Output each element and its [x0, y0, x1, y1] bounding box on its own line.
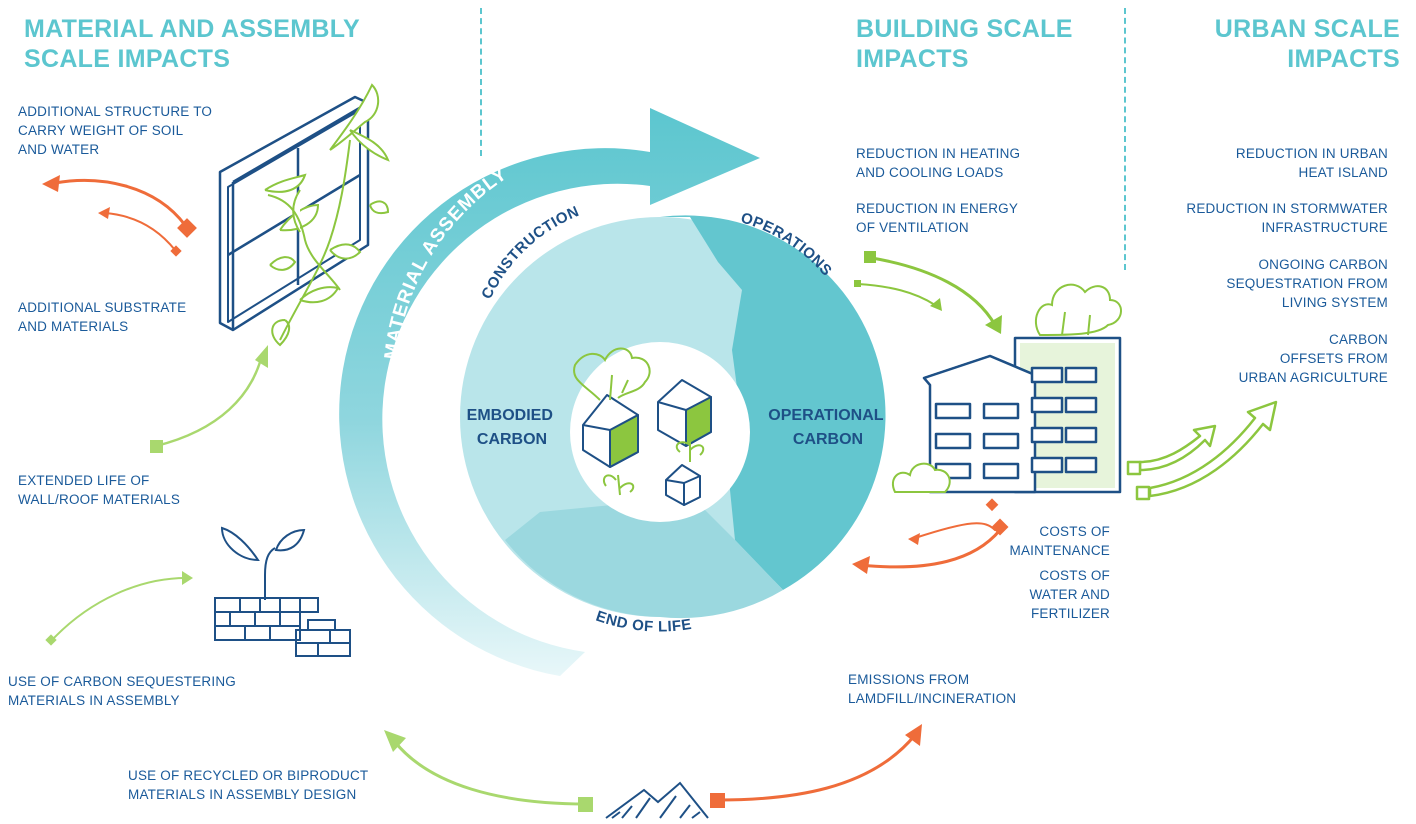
orange-arrowheads: [42, 175, 1009, 808]
label-ventilation: REDUCTION IN ENERGY OF VENTILATION: [856, 199, 1018, 237]
label-extended-life: EXTENDED LIFE OF WALL/ROOF MATERIALS: [18, 471, 180, 509]
header-material-line1: MATERIAL AND ASSEMBLY: [24, 15, 360, 43]
label-recycled: USE OF RECYCLED OR BIPRODUCT MATERIALS I…: [128, 766, 368, 804]
label-additional-substrate-line1: ADDITIONAL SUBSTRATE: [18, 300, 187, 315]
header-urban-line2: IMPACTS: [1287, 45, 1400, 73]
header-building-line1: BUILDING SCALE: [856, 15, 1073, 43]
label-sequestration-line2: SEQUESTRATION FROM: [1226, 276, 1388, 291]
label-stormwater-line2: INFRASTRUCTURE: [1261, 220, 1388, 235]
label-heat-island-line1: REDUCTION IN URBAN: [1235, 146, 1388, 161]
label-water-fertilizer-line2: WATER AND: [1029, 587, 1110, 602]
header-urban-scale: URBAN SCALE IMPACTS: [1215, 14, 1400, 74]
label-heating-cooling: REDUCTION IN HEATING AND COOLING LOADS: [856, 144, 1020, 182]
divider-left: [480, 8, 482, 156]
label-additional-structure: ADDITIONAL STRUCTURE TO CARRY WEIGHT OF …: [18, 102, 212, 159]
label-water-fertilizer-line3: FERTILIZER: [1030, 606, 1110, 621]
label-heat-island-line2: HEAT ISLAND: [1298, 165, 1388, 180]
label-recycled-line2: MATERIALS IN ASSEMBLY DESIGN: [128, 787, 357, 802]
label-emissions-line2: LAMDFILL/INCINERATION: [848, 691, 1017, 706]
orange-arrows: [53, 178, 1002, 802]
label-stormwater-line1: REDUCTION IN STORMWATER: [1186, 201, 1388, 216]
vine-stem: [267, 139, 351, 341]
mountains-icon: [605, 781, 709, 819]
label-sequestration-line3: LIVING SYSTEM: [1281, 295, 1388, 310]
label-offsets-line2: OFFSETS FROM: [1279, 351, 1388, 366]
label-water-fertilizer-line1: COSTS OF: [1039, 568, 1110, 583]
label-sequestration: ONGOING CARBON SEQUESTRATION FROM LIVING…: [1226, 255, 1388, 312]
seedling-bricks-icon: [214, 526, 351, 657]
label-ventilation-line1: REDUCTION IN ENERGY: [856, 201, 1019, 216]
label-stormwater: REDUCTION IN STORMWATER INFRASTRUCTURE: [1186, 199, 1388, 237]
material-assembly-arrow: [339, 108, 760, 676]
label-offsets-line1: CARBON: [1329, 332, 1388, 347]
label-carbon-sequestering: USE OF CARBON SEQUESTERING MATERIALS IN …: [8, 672, 236, 710]
label-carbon-sequestering-line1: USE OF CARBON SEQUESTERING: [8, 674, 236, 689]
operational-carbon-label: OPERATIONAL CARBON: [768, 407, 887, 448]
label-emissions-line1: EMISSIONS FROM: [848, 672, 970, 687]
green-arrows: [51, 353, 588, 806]
label-offsets: CARBON OFFSETS FROM URBAN AGRICULTURE: [1239, 330, 1388, 387]
label-heating-cooling-line1: REDUCTION IN HEATING: [856, 146, 1021, 161]
label-heat-island: REDUCTION IN URBAN HEAT ISLAND: [1236, 144, 1388, 182]
divider-right: [1124, 8, 1126, 270]
header-urban-line1: URBAN SCALE: [1214, 15, 1400, 43]
header-building-scale: BUILDING SCALE IMPACTS: [856, 14, 1073, 74]
label-extended-life-line2: WALL/ROOF MATERIALS: [18, 492, 181, 507]
label-additional-structure-line2: CARRY WEIGHT OF SOIL: [18, 123, 184, 138]
label-recycled-line1: USE OF RECYCLED OR BIPRODUCT: [128, 768, 369, 783]
label-maintenance-line2: MAINTENANCE: [1009, 543, 1110, 558]
label-additional-structure-line1: ADDITIONAL STRUCTURE TO: [18, 104, 213, 119]
building-icon: [922, 336, 1122, 494]
tree-icon: [573, 347, 705, 496]
rooftop-trees-icon: [891, 283, 1122, 493]
label-heating-cooling-line2: AND COOLING LOADS: [856, 165, 1004, 180]
header-material-line2: SCALE IMPACTS: [24, 45, 231, 73]
vine-leaves-icon: [264, 83, 390, 347]
label-maintenance: COSTS OF MAINTENANCE: [1010, 522, 1110, 560]
green-houses-icon: [582, 379, 712, 506]
green-arrowheads-right: [854, 251, 1002, 334]
embodied-carbon-label: EMBODIED CARBON: [467, 407, 558, 448]
label-emissions: EMISSIONS FROM LAMDFILL/INCINERATION: [848, 670, 1016, 708]
urban-arrows: [1126, 400, 1278, 501]
label-maintenance-line1: COSTS OF: [1039, 524, 1110, 539]
label-offsets-line3: URBAN AGRICULTURE: [1238, 370, 1388, 385]
header-building-line2: IMPACTS: [856, 45, 969, 73]
label-additional-structure-line3: AND WATER: [18, 142, 100, 157]
label-ventilation-line2: OF VENTILATION: [856, 220, 969, 235]
label-sequestration-line1: ONGOING CARBON: [1258, 257, 1388, 272]
label-additional-substrate-line2: AND MATERIALS: [18, 319, 129, 334]
green-arrowheads: [45, 345, 593, 812]
label-additional-substrate: ADDITIONAL SUBSTRATE AND MATERIALS: [18, 298, 186, 336]
green-arrows-right: [857, 256, 997, 327]
label-water-fertilizer: COSTS OF WATER AND FERTILIZER: [1029, 566, 1110, 623]
label-extended-life-line1: EXTENDED LIFE OF: [18, 473, 150, 488]
header-material-scale: MATERIAL AND ASSEMBLY SCALE IMPACTS: [24, 14, 360, 74]
label-carbon-sequestering-line2: MATERIALS IN ASSEMBLY: [8, 693, 180, 708]
